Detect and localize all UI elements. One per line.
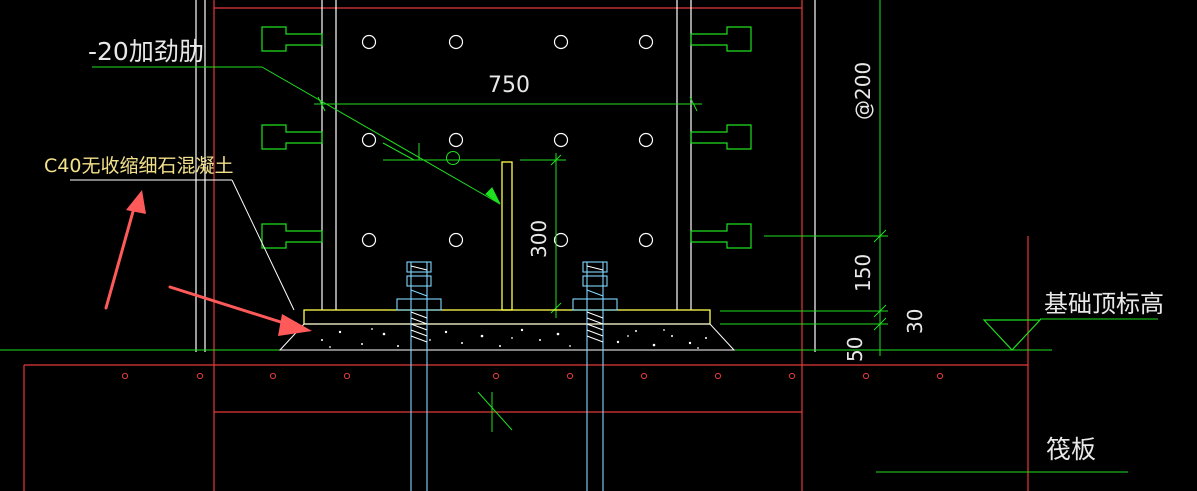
dimension-300: 300 bbox=[527, 220, 551, 258]
dimension-30: 30 bbox=[903, 309, 927, 334]
elevation-triangle-icon bbox=[982, 319, 1042, 351]
anchor-bolt-left bbox=[396, 261, 442, 491]
dimension-lines bbox=[0, 0, 1158, 473]
section-outline bbox=[195, 0, 816, 352]
dimension-150: 150 bbox=[851, 254, 875, 292]
grout-layer bbox=[278, 323, 736, 351]
dimension-750: 750 bbox=[488, 73, 530, 98]
anchor-bolt-right bbox=[572, 261, 618, 491]
column-bolt-holes bbox=[361, 34, 654, 248]
column-outline bbox=[23, 0, 1029, 491]
red-arrow-icon bbox=[104, 190, 312, 336]
dimension-200-spacing: @200 bbox=[851, 62, 875, 120]
dimension-50: 50 bbox=[843, 337, 867, 362]
concrete-label: C40无收缩细石混凝土 bbox=[44, 155, 233, 177]
foundation-top-label: 基础顶标高 bbox=[1044, 290, 1164, 318]
raft-label: 筏板 bbox=[1046, 435, 1096, 464]
concrete-leader bbox=[70, 179, 295, 311]
base-plate bbox=[303, 161, 711, 325]
bolt-threads bbox=[410, 265, 604, 343]
rebar-dots bbox=[121, 372, 944, 380]
stiffener-label: -20加劲肋 bbox=[88, 37, 204, 66]
shear-studs bbox=[261, 26, 752, 249]
